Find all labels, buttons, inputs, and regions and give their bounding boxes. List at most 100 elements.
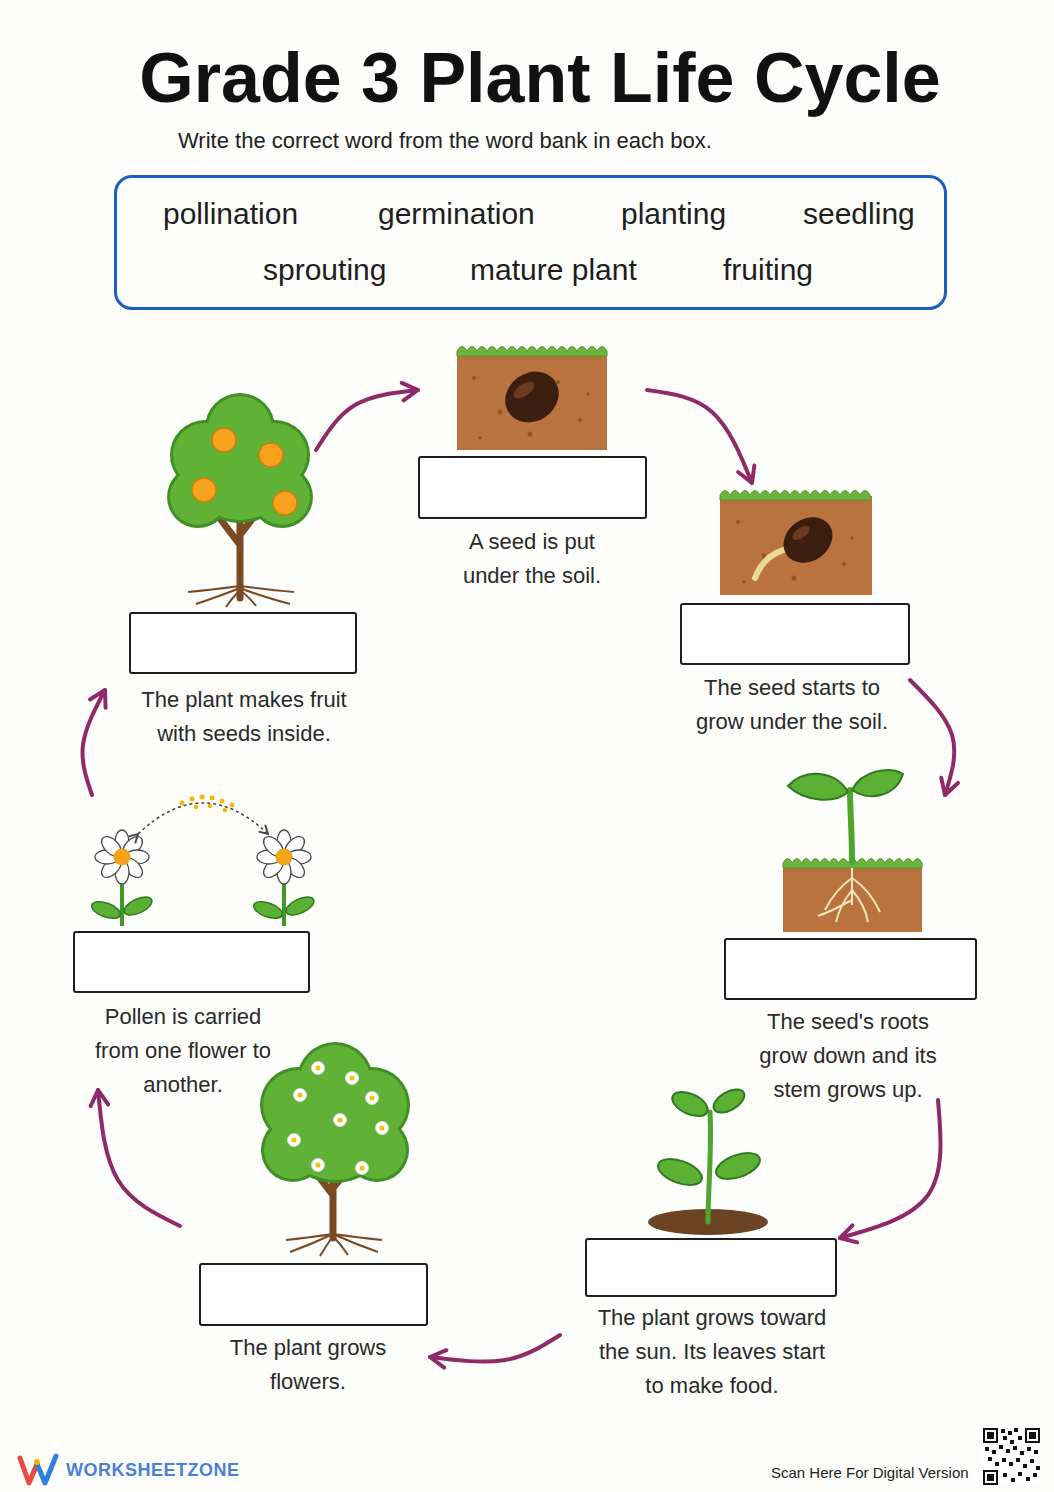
qr-finder (983, 1470, 998, 1485)
stage-description: The seed starts to grow under the soil. (690, 671, 895, 739)
fruit (212, 428, 236, 452)
small-blossom (366, 1092, 379, 1105)
roots (188, 586, 294, 607)
life-cycle-stage: The seed starts to grow under the soil. (680, 483, 910, 735)
fruit (192, 478, 216, 502)
soil-block (457, 352, 607, 450)
grass-strip (720, 491, 870, 501)
foliage (264, 1121, 322, 1179)
qr-finder (987, 1474, 994, 1481)
daisy-flower (95, 830, 149, 884)
life-cycle-stage: The plant grows flowers. (180, 1068, 430, 1392)
cycle-arrow (910, 680, 954, 795)
foliage (348, 1121, 406, 1179)
small-blossom (312, 1062, 325, 1075)
fruit (273, 491, 297, 515)
leaf (788, 774, 848, 800)
leaf (852, 770, 903, 796)
leaf (655, 1154, 706, 1190)
word-bank-word: pollination (163, 196, 298, 232)
cycle-arrow (647, 390, 752, 483)
small-blossom (334, 1114, 347, 1127)
stage-description: The plant grows toward the sun. Its leav… (594, 1301, 830, 1403)
cycle-arrow (430, 1335, 560, 1362)
answer-box (129, 612, 357, 674)
qr-code-background (982, 1427, 1041, 1486)
leaf (713, 1148, 764, 1184)
seed-highlight (790, 523, 812, 543)
cycle-arrow (83, 690, 105, 795)
brand-name: WORKSHEETZONE (66, 1459, 240, 1481)
life-cycle-stage: A seed is put under the soil. (418, 340, 647, 590)
pollen-path (138, 803, 268, 834)
word-bank-box: pollination germination planting seedling sp… (114, 175, 947, 310)
instruction-text: Write the correct word from the word ban… (178, 127, 712, 155)
cycle-arrow (316, 390, 418, 450)
small-blossom (294, 1089, 307, 1102)
stage-description: Pollen is carried from one flower to ano… (88, 1000, 278, 1102)
soil-block (720, 496, 872, 595)
word-bank-word: sprouting (263, 252, 386, 288)
roots (818, 868, 880, 922)
foliage (170, 469, 226, 525)
fruit (259, 443, 283, 467)
foliage (254, 469, 310, 525)
pollen-grain (208, 804, 212, 808)
stage-description: The plant grows flowers. (223, 1331, 393, 1399)
seed (775, 508, 842, 572)
pollen-grains (180, 795, 235, 813)
pollen-grain (180, 801, 185, 806)
answer-box (585, 1238, 837, 1297)
pollen-grain (200, 795, 205, 800)
pollen-grain (194, 805, 198, 809)
seed-highlight (511, 378, 538, 402)
life-cycle-stage: The plant makes fruit with seeds inside. (105, 450, 360, 755)
word-bank-word: germination (378, 196, 535, 232)
grass-strip (457, 347, 607, 357)
small-blossom (356, 1162, 369, 1175)
life-cycle-stage: The plant grows toward the sun. Its leav… (560, 1092, 840, 1395)
stage-description: A seed is put under the soil. (450, 525, 615, 593)
page-title: Grade 3 Plant Life Cycle (40, 36, 1040, 120)
small-blossom (312, 1159, 325, 1172)
life-cycle-stage: Pollen is carried from one flower to ano… (70, 795, 330, 1090)
word-bank-word: mature plant (470, 252, 637, 288)
answer-box (73, 931, 310, 993)
cycle-arrow (98, 1090, 180, 1226)
word-bank-word: seedling (803, 196, 915, 232)
pollen-grain (190, 797, 195, 802)
stem (708, 1112, 711, 1222)
cycle-arrow (840, 1100, 941, 1238)
pollen-grain (223, 808, 227, 812)
foliage (300, 1045, 370, 1115)
qr-finder (1027, 1430, 1038, 1441)
answer-box (418, 456, 647, 519)
qr-finder (985, 1430, 996, 1441)
leaf (90, 898, 123, 921)
answer-box (724, 938, 977, 1000)
seed (495, 361, 568, 432)
stage-description: The plant makes fruit with seeds inside. (134, 683, 354, 751)
pollen-grain (210, 796, 215, 801)
answer-box (199, 1263, 428, 1326)
soil-block (783, 864, 922, 932)
qr-finder (987, 1432, 994, 1439)
qr-modules (985, 1428, 1040, 1482)
stage-description: The seed's roots grow down and its stem … (751, 1005, 946, 1107)
life-cycle-stage: The seed's roots grow down and its stem … (724, 795, 977, 1100)
flower-stem (122, 880, 284, 926)
qr-finder (983, 1428, 998, 1443)
leaf (669, 1087, 712, 1121)
answer-box (680, 603, 910, 665)
pollen-grain (230, 803, 235, 808)
logo-dot (34, 1459, 40, 1465)
logo-mark (37, 1456, 56, 1483)
word-bank-word: fruiting (723, 252, 813, 288)
stem (850, 790, 852, 862)
small-blossom (288, 1134, 301, 1147)
word-bank-word: planting (621, 196, 726, 232)
daisy-flower (257, 830, 311, 884)
qr-finder (1025, 1428, 1040, 1443)
pollen-grain (220, 799, 225, 804)
